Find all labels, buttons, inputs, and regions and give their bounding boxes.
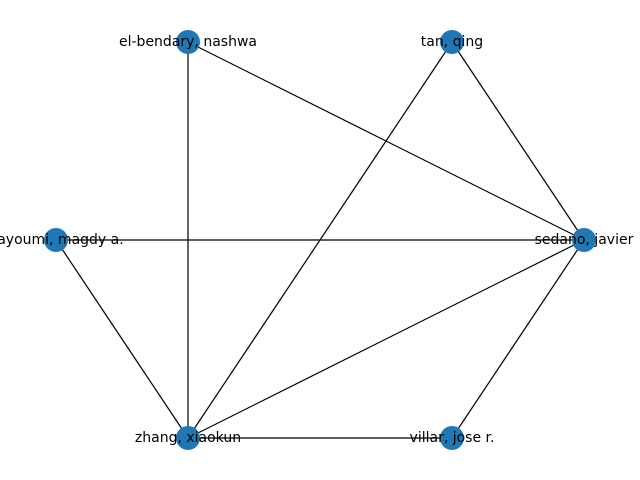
edge-tan-sedano [451, 41, 585, 241]
node-label-zhang: zhang, xiaokun [135, 430, 241, 446]
node-tan [440, 30, 464, 54]
edge-sedano-villar [451, 239, 585, 439]
node-el-bendary [176, 30, 200, 54]
edge-bayoumi-zhang [55, 239, 189, 439]
node-label-tan: tan, qing [421, 34, 483, 50]
node-zhang [176, 426, 200, 450]
node-label-sedano: sedano, javier [535, 232, 634, 248]
node-sedano [572, 228, 596, 252]
edges-layer [55, 41, 585, 439]
nodes-layer [44, 30, 596, 450]
edge-sedano-zhang [187, 239, 585, 439]
node-label-el-bendary: el-bendary, nashwa [119, 34, 257, 50]
node-bayoumi [44, 228, 68, 252]
node-label-villar: villar, jose r. [410, 430, 495, 446]
node-label-bayoumi: bayoumi, magdy a. [0, 232, 124, 248]
labels-layer: el-bendary, nashwa tan, qing bayoumi, magd… [0, 34, 634, 446]
node-villar [440, 426, 464, 450]
